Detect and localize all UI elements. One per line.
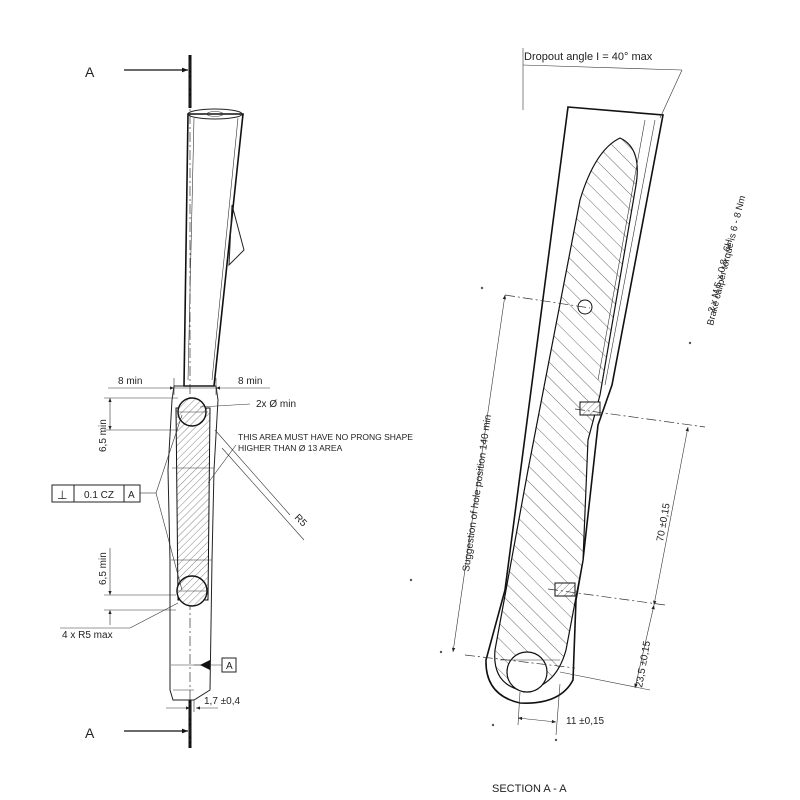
fork-leg-fin: [228, 204, 245, 267]
dim-hole-bottom: 6,5 min: [98, 552, 109, 585]
note-line-1: THIS AREA MUST HAVE NO PRONG SHAPE: [238, 432, 413, 442]
dim-width-left: 8 min: [118, 376, 142, 387]
axle-hole: [506, 651, 548, 693]
section-cut-top: A: [85, 55, 192, 108]
torque-note-text: Brake caliper torque is 6 - 8 Nm: [705, 194, 748, 326]
thread-bore-lower: [554, 582, 576, 597]
width-dimensions: 8 min 8 min: [108, 376, 270, 395]
dim-23-5-text: 23,5 ±0,15: [634, 640, 653, 689]
dim-11-group: 11 ±0,15: [517, 683, 605, 736]
dim-70-group: 70 ±0,15: [653, 426, 689, 606]
radius-max-callout: 4 x R5 max: [60, 602, 179, 641]
section-hatched-area: [494, 137, 638, 691]
prong-note: THIS AREA MUST HAVE NO PRONG SHAPE HIGHE…: [207, 429, 413, 541]
dim-11-text: 11 ±0,15: [566, 716, 605, 727]
dropout-hatched-area: [175, 407, 211, 601]
fcf-datum: A: [128, 490, 135, 501]
dim-hole-top: 6,5 min: [98, 419, 109, 452]
offset-dimension: 1,7 ±0,4: [166, 696, 241, 712]
hole-position-dimension: Suggestion of hole position 140 min: [451, 294, 507, 653]
dropout-angle-text: Dropout angle I = 40° max: [524, 51, 653, 63]
datum-label: A: [226, 661, 233, 672]
thread-bore-upper: [579, 401, 601, 416]
section-cut-bottom: A: [85, 700, 192, 748]
hole-callout: 2x Ø min: [199, 399, 296, 410]
dim-70-text: 70 ±0,15: [655, 502, 673, 543]
hole-bottom-dimension: 6,5 min: [98, 548, 176, 625]
datum-a: A: [194, 657, 237, 673]
construction-marks: [409, 286, 692, 742]
radius-label: R5: [292, 512, 309, 529]
section-view: [464, 106, 706, 704]
feature-control-frame: ⊥ 0.1 CZ A: [51, 414, 183, 591]
note-line-2: HIGHER THAN Ø 13 AREA: [238, 443, 343, 453]
hole-top-dimension: 6,5 min: [98, 397, 178, 452]
fcf-tolerance: 0.1 CZ: [84, 490, 114, 501]
section-mark-bottom: A: [85, 725, 95, 741]
dropout-angle-dimension: Dropout angle I = 40° max: [522, 48, 683, 119]
dim-width-right: 8 min: [238, 376, 262, 387]
fcf-symbol: ⊥: [57, 488, 67, 502]
radius-max-text: 4 x R5 max: [62, 630, 113, 641]
hole-position-text: Suggestion of hole position 140 min: [461, 414, 494, 572]
section-mark-top: A: [85, 64, 95, 80]
offset-dim: 1,7 ±0,4: [204, 696, 241, 707]
thread-spec-callout: 2 x M 5 x 0,8 - 6H Brake caliper torque …: [705, 194, 748, 326]
front-view: [167, 108, 245, 701]
fork-leg-top-opening: [187, 108, 243, 120]
hole-callout-text: 2x Ø min: [256, 399, 296, 410]
section-title: SECTION A - A: [492, 783, 567, 795]
